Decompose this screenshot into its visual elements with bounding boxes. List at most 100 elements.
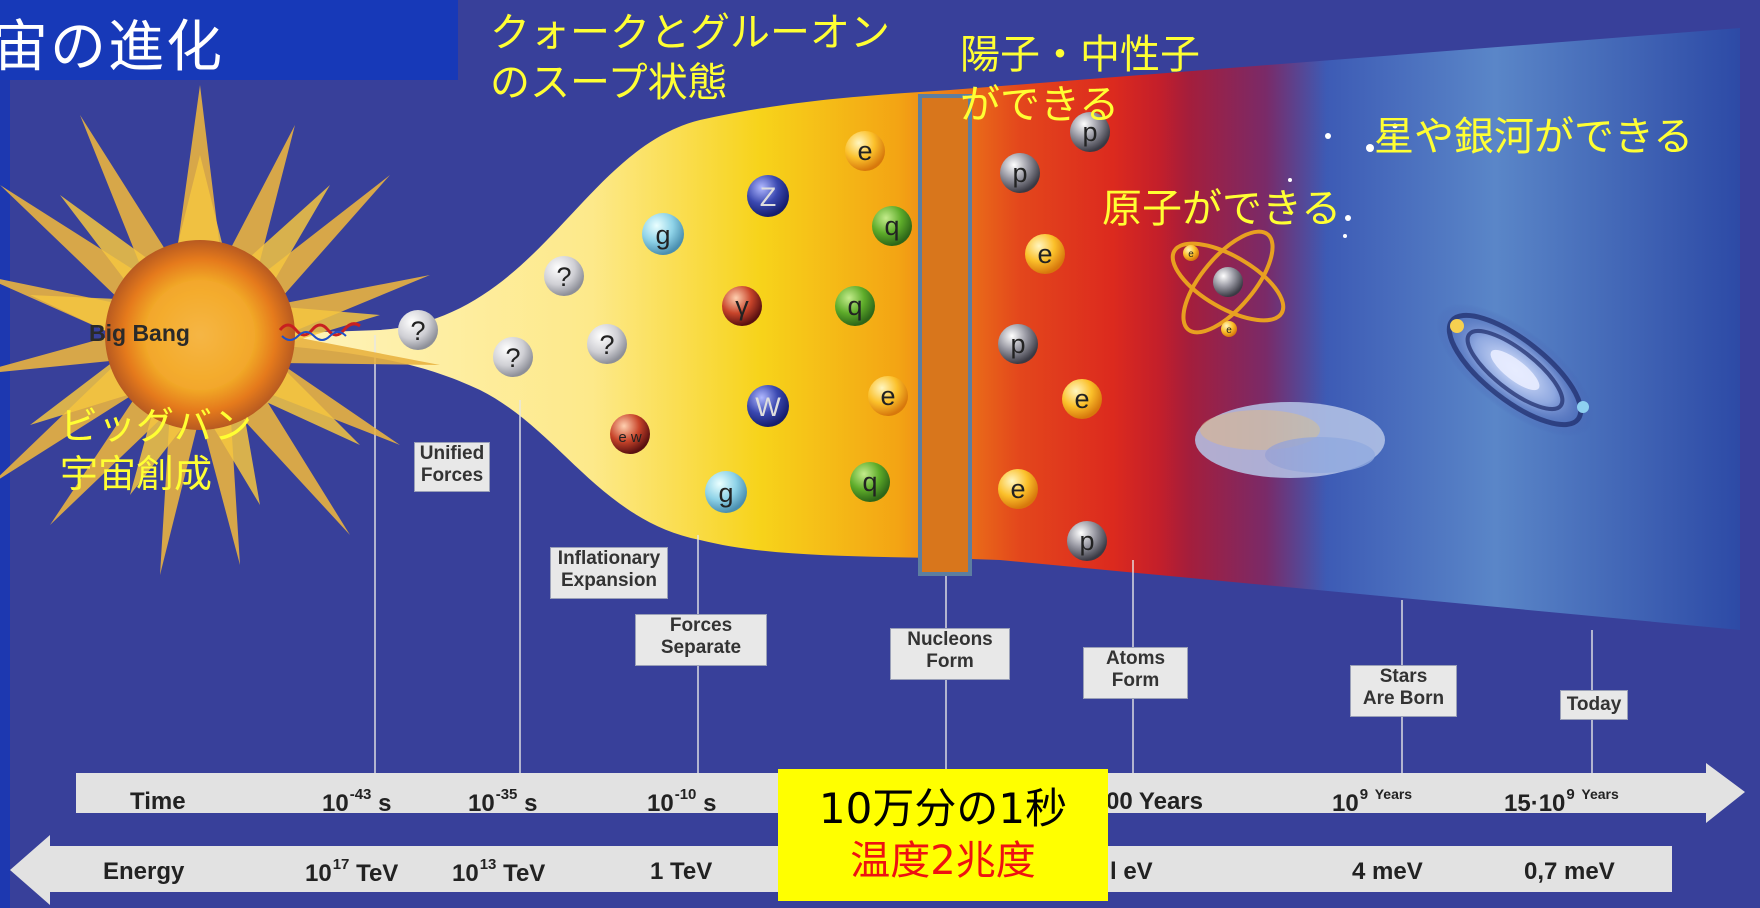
time-tick-6-unit: Years <box>1581 786 1619 802</box>
energy-tick-2-unit: TeV <box>503 860 546 887</box>
time-tick-6: 15·109 Years <box>1504 786 1619 818</box>
time-tick-1: 10-43 s <box>322 786 391 818</box>
event-atoms-line-2: Form <box>1111 670 1160 691</box>
event-atoms-form: Atoms Form <box>1083 647 1188 699</box>
time-tick-5: 109 Years <box>1332 786 1412 818</box>
title-box: 宙の進化 <box>0 0 458 80</box>
event-inflationary-expansion: Inflationary Expansion <box>550 547 668 599</box>
particle-unknown-3: ? <box>493 337 533 377</box>
bigbang-label: Big Bang <box>89 320 190 346</box>
nucleon-boundary-bar <box>918 94 972 576</box>
event-nucleons-line-1: Nucleons <box>907 629 993 650</box>
particle-ew-label: e w <box>618 429 642 446</box>
energy-tick-1-unit: TeV <box>356 860 399 887</box>
time-tick-5-exp: 9 <box>1359 786 1369 803</box>
particle-electroweak: e w <box>610 414 650 454</box>
particle-electron-5-label: e <box>1010 474 1025 504</box>
particle-z-boson: Z <box>747 175 789 217</box>
particle-quark-2-label: q <box>847 291 862 321</box>
particle-electron-4: e <box>1062 379 1102 419</box>
particle-gluon-1-label: g <box>655 220 670 250</box>
event-unified-line-1: Unified <box>419 443 485 464</box>
callout-line-2: 温度2兆度 <box>850 838 1036 884</box>
particle-electron-5: e <box>998 469 1038 509</box>
time-tick-6-base: 15·10 <box>1504 790 1566 817</box>
atom-electron-1-label: e <box>1188 249 1194 260</box>
event-unified-forces: Unified Forces <box>414 442 490 492</box>
atom-illustration <box>1170 229 1286 335</box>
page-title: 宙の進化 <box>0 15 224 80</box>
big-bang-burst <box>0 85 440 575</box>
particle-electron-1: e <box>845 131 885 171</box>
event-unified-line-2: Forces <box>420 465 484 486</box>
particle-w-boson: W <box>747 385 789 427</box>
bigbang-jp-line-1: ビッグバン <box>60 404 252 448</box>
time-tick-3-unit: s <box>703 790 717 817</box>
atoms-annotation: 原子ができる <box>1102 186 1342 232</box>
particle-unknown-1-label: ? <box>410 316 425 346</box>
nebula <box>1195 402 1385 478</box>
particle-unknown-4-label: ? <box>599 330 614 360</box>
particle-electron-3: e <box>1025 234 1065 274</box>
radiation-squiggle <box>278 322 361 337</box>
time-tick-6-exp: 9 <box>1566 786 1575 803</box>
particle-gamma-label: γ <box>735 291 749 321</box>
time-tick-1-unit: s <box>378 790 392 817</box>
time-axis-label: Time <box>130 788 186 815</box>
event-forces-separate: Forces Separate <box>635 614 767 666</box>
event-separate-line-2: Separate <box>660 637 742 658</box>
time-tick-1-base: 10 <box>322 790 349 817</box>
particle-quark-3: q <box>850 462 890 502</box>
particle-proton-4: p <box>1067 521 1107 561</box>
particle-electron-4-label: e <box>1074 384 1089 414</box>
particle-electron-1-label: e <box>857 136 872 166</box>
particle-proton-3: p <box>998 324 1038 364</box>
particle-z-label: Z <box>760 182 777 212</box>
callout-box: 10万分の1秒 温度2兆度 <box>778 769 1108 901</box>
particle-w-label: W <box>755 392 781 422</box>
event-today: Today <box>1560 690 1628 720</box>
time-tick-3: 10-10 s <box>647 786 716 818</box>
quark-soup-line-2: のスープ状態 <box>490 60 728 106</box>
particle-proton-2: p <box>1070 112 1110 152</box>
universe-expansion-cone <box>210 28 1740 630</box>
event-nucleons-line-2: Form <box>926 651 974 672</box>
energy-tick-5: 4 meV <box>1352 858 1423 885</box>
energy-axis-label: Energy <box>103 858 185 885</box>
energy-tick-1-base: 10 <box>305 860 332 887</box>
energy-tick-2: 1013 TeV <box>452 856 545 888</box>
energy-tick-3: 1 TeV <box>650 858 713 885</box>
event-inflation-line-2: Expansion <box>560 570 658 591</box>
event-stars-line-2: Are Born <box>1362 688 1445 709</box>
particle-unknown-2-label: ? <box>556 262 571 292</box>
particle-quark-3-label: q <box>862 467 877 497</box>
energy-tick-4: l eV <box>1110 858 1153 885</box>
particle-electron-3-label: e <box>1037 239 1052 269</box>
particle-proton-1: p <box>1000 153 1040 193</box>
stars-annotation: 星や銀河ができる <box>1374 114 1694 160</box>
nucleons-annotation: 陽子・中性子 ができる <box>960 30 1200 130</box>
particle-unknown-2: ? <box>544 256 584 296</box>
particle-unknown-4: ? <box>587 324 627 364</box>
particles: ? ? ? ? g g Z W γ e w e e e e e q q q p … <box>398 112 1237 561</box>
quark-soup-line-1: クォークとグルーオン <box>490 10 890 56</box>
time-tick-2: 10-35 s <box>468 786 537 818</box>
quark-soup-annotation: クォークとグルーオン のスープ状態 <box>490 8 890 108</box>
spiral-galaxy <box>1436 303 1594 437</box>
time-tick-5-unit: Years <box>1374 786 1413 802</box>
bigbang-jp-line-2: 宇宙創成 <box>60 452 213 496</box>
particle-unknown-1: ? <box>398 310 438 350</box>
time-tick-2-base: 10 <box>468 790 495 817</box>
energy-tick-2-base: 10 <box>452 860 479 887</box>
energy-tick-2-exp: 13 <box>479 856 497 873</box>
time-tick-3-base: 10 <box>647 790 674 817</box>
nucleons-line-2: ができる <box>960 82 1120 128</box>
event-inflation-line-1: Inflationary <box>557 548 661 569</box>
time-tick-3-exp: -10 <box>674 786 697 803</box>
particle-gluon-2: g <box>705 471 747 513</box>
particle-unknown-3-label: ? <box>505 343 520 373</box>
nucleons-line-1: 陽子・中性子 <box>960 32 1200 78</box>
event-separate-line-1: Forces <box>669 615 733 636</box>
